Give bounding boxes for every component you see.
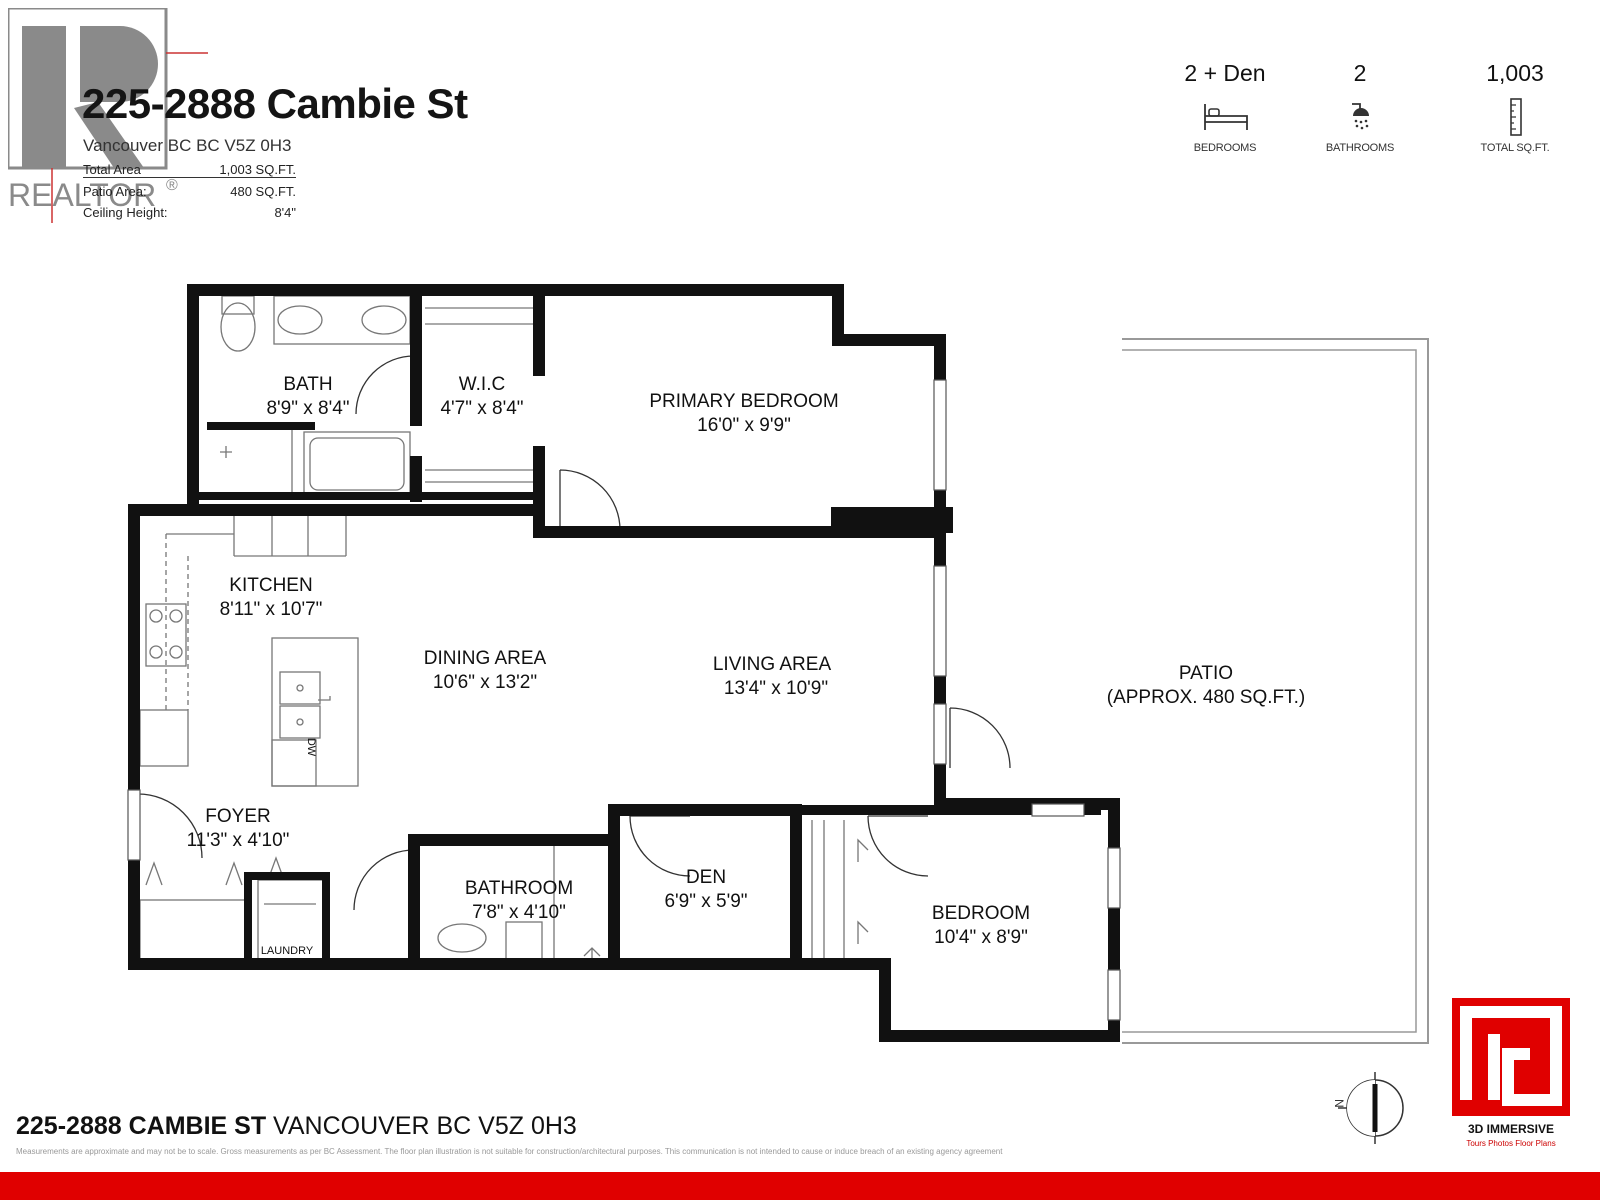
room-bath-dims: 8'9" x 8'4"	[266, 398, 349, 419]
room-dining-name: DINING AREA	[424, 648, 547, 669]
stat-bathrooms-label: BATHROOMS	[1325, 142, 1395, 154]
stat-bedrooms-label: BEDROOMS	[1193, 142, 1257, 154]
room-bath-name: BATH	[283, 374, 332, 395]
brand-tagline: Tours Photos Floor Plans	[1466, 1139, 1556, 1148]
spec-value: 480 SQ.FT.	[230, 184, 296, 199]
spec-label: Ceiling Height:	[83, 205, 168, 220]
ruler-icon	[1510, 98, 1522, 136]
room-bedroom-dims: 10'4" x 8'9"	[934, 927, 1028, 948]
room-primary-bedroom-dims: 16'0" x 9'9"	[697, 415, 791, 436]
walls	[128, 284, 1120, 1042]
room-dining-dims: 10'6" x 13'2"	[433, 672, 537, 693]
realtor-registered-mark: ®	[166, 177, 178, 194]
room-patio-dims: (APPROX. 480 SQ.FT.)	[1107, 687, 1306, 708]
footer-address: 225-2888 CAMBIE ST VANCOUVER BC V5Z 0H3	[16, 1112, 577, 1141]
room-bedroom-name: BEDROOM	[932, 903, 1030, 924]
room-kitchen-name: KITCHEN	[229, 575, 312, 596]
bed-icon	[1204, 104, 1248, 130]
room-den-name: DEN	[686, 867, 726, 888]
room-kitchen-dims: 8'11" x 10'7"	[220, 599, 323, 620]
shower-icon	[1352, 103, 1369, 130]
room-living-dims: 13'4" x 10'9"	[724, 678, 828, 699]
windows	[127, 379, 1121, 1021]
stat-bedrooms-value: 2 + Den	[1184, 60, 1266, 86]
room-bathroom-name: BATHROOM	[465, 878, 573, 899]
footer-address-city: VANCOUVER BC V5Z 0H3	[266, 1112, 577, 1140]
room-foyer-name: FOYER	[205, 806, 270, 827]
spec-patio-area: Patio Area: 480 SQ.FT.	[83, 184, 296, 199]
compass-north-label: N	[1332, 1099, 1346, 1108]
room-wic-name: W.I.C	[459, 374, 505, 395]
realtor-wordmark: REALTOR	[8, 177, 156, 213]
footer-address-unit: 225-2888 CAMBIE ST	[16, 1112, 267, 1140]
room-den-dims: 6'9" x 5'9"	[664, 891, 747, 912]
spec-total-area: Total Area 1,003 SQ.FT.	[83, 162, 296, 178]
footer-red-bar	[0, 1172, 1600, 1200]
room-laundry-label: LAUNDRY	[261, 945, 314, 957]
room-bathroom-dims: 7'8" x 4'10"	[472, 902, 566, 923]
spec-value: 8'4"	[274, 205, 296, 220]
room-living-name: LIVING AREA	[713, 654, 832, 675]
compass-icon: N	[1332, 1072, 1404, 1144]
patio-outline	[1122, 338, 1429, 1044]
page-title: 225-2888 Cambie St	[82, 80, 468, 127]
stat-bathrooms-value: 2	[1353, 60, 1367, 86]
stat-sqft-label: TOTAL SQ.FT.	[1480, 142, 1550, 154]
spec-ceiling-height: Ceiling Height: 8'4"	[83, 205, 296, 220]
stat-sqft-value: 1,003	[1486, 60, 1544, 86]
3d-immersive-logo	[1452, 998, 1570, 1116]
room-wic-dims: 4'7" x 8'4"	[440, 398, 523, 419]
brand-name: 3D IMMERSIVE	[1467, 1122, 1554, 1136]
address-subtitle: Vancouver BC BC V5Z 0H3	[83, 136, 292, 155]
spec-label: Total Area	[83, 162, 141, 177]
realtor-logo: REALTOR ®	[8, 8, 208, 223]
dishwasher-label: DW	[305, 738, 317, 757]
spec-value: 1,003 SQ.FT.	[219, 162, 296, 177]
disclaimer-text: Measurements are approximate and may not…	[16, 1147, 1003, 1156]
spec-label: Patio Area:	[83, 184, 147, 199]
room-primary-bedroom-name: PRIMARY BEDROOM	[649, 391, 838, 412]
room-patio-name: PATIO	[1179, 663, 1233, 684]
room-foyer-dims: 11'3" x 4'10"	[187, 830, 290, 851]
